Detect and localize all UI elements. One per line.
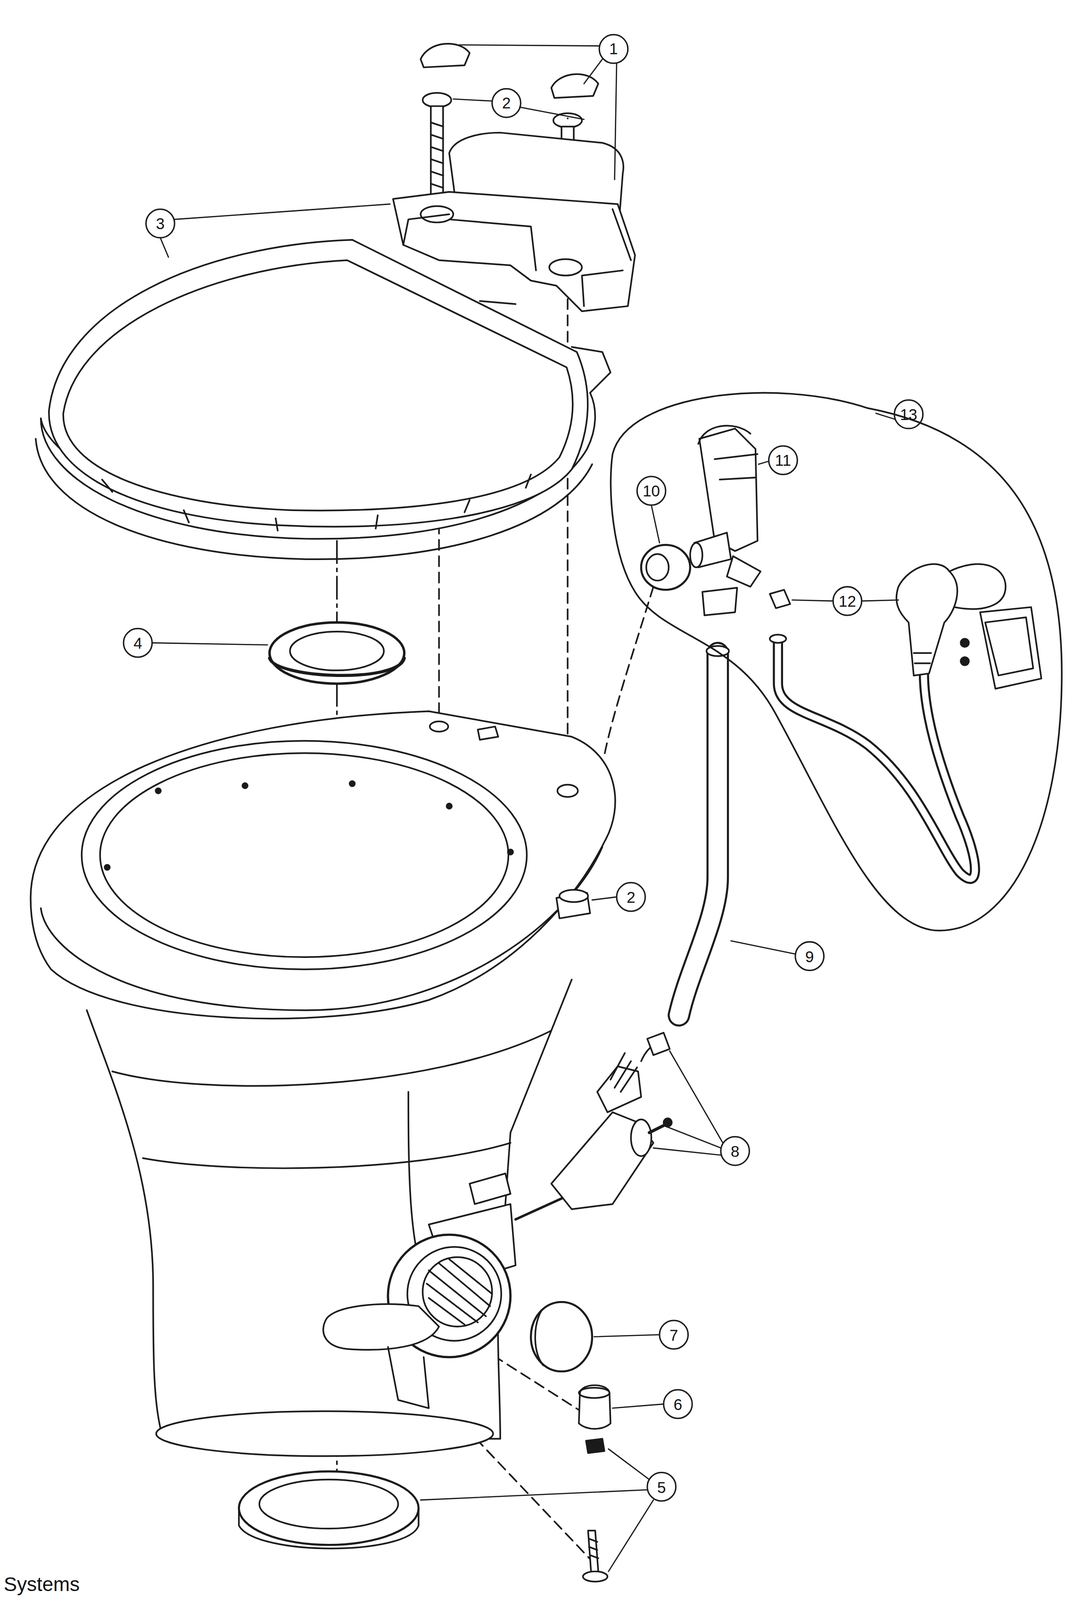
callout-number: 13 [899,406,918,423]
callout-number: 3 [156,215,165,232]
callout-number: 2 [626,889,636,906]
callout-number: 11 [775,452,792,469]
callout-number: 8 [730,1143,740,1160]
caption: Systems [3,1574,80,1595]
callout-number: 2 [502,95,511,111]
callout-number: 5 [657,1479,666,1496]
callout-number: 12 [838,593,857,610]
callout-number: 7 [669,1327,678,1344]
callout-number: 4 [133,635,142,652]
callout-number: 9 [805,949,814,965]
callout-number: 6 [673,1396,683,1413]
callout-number: 10 [642,483,661,499]
callout-number: 1 [609,41,618,57]
